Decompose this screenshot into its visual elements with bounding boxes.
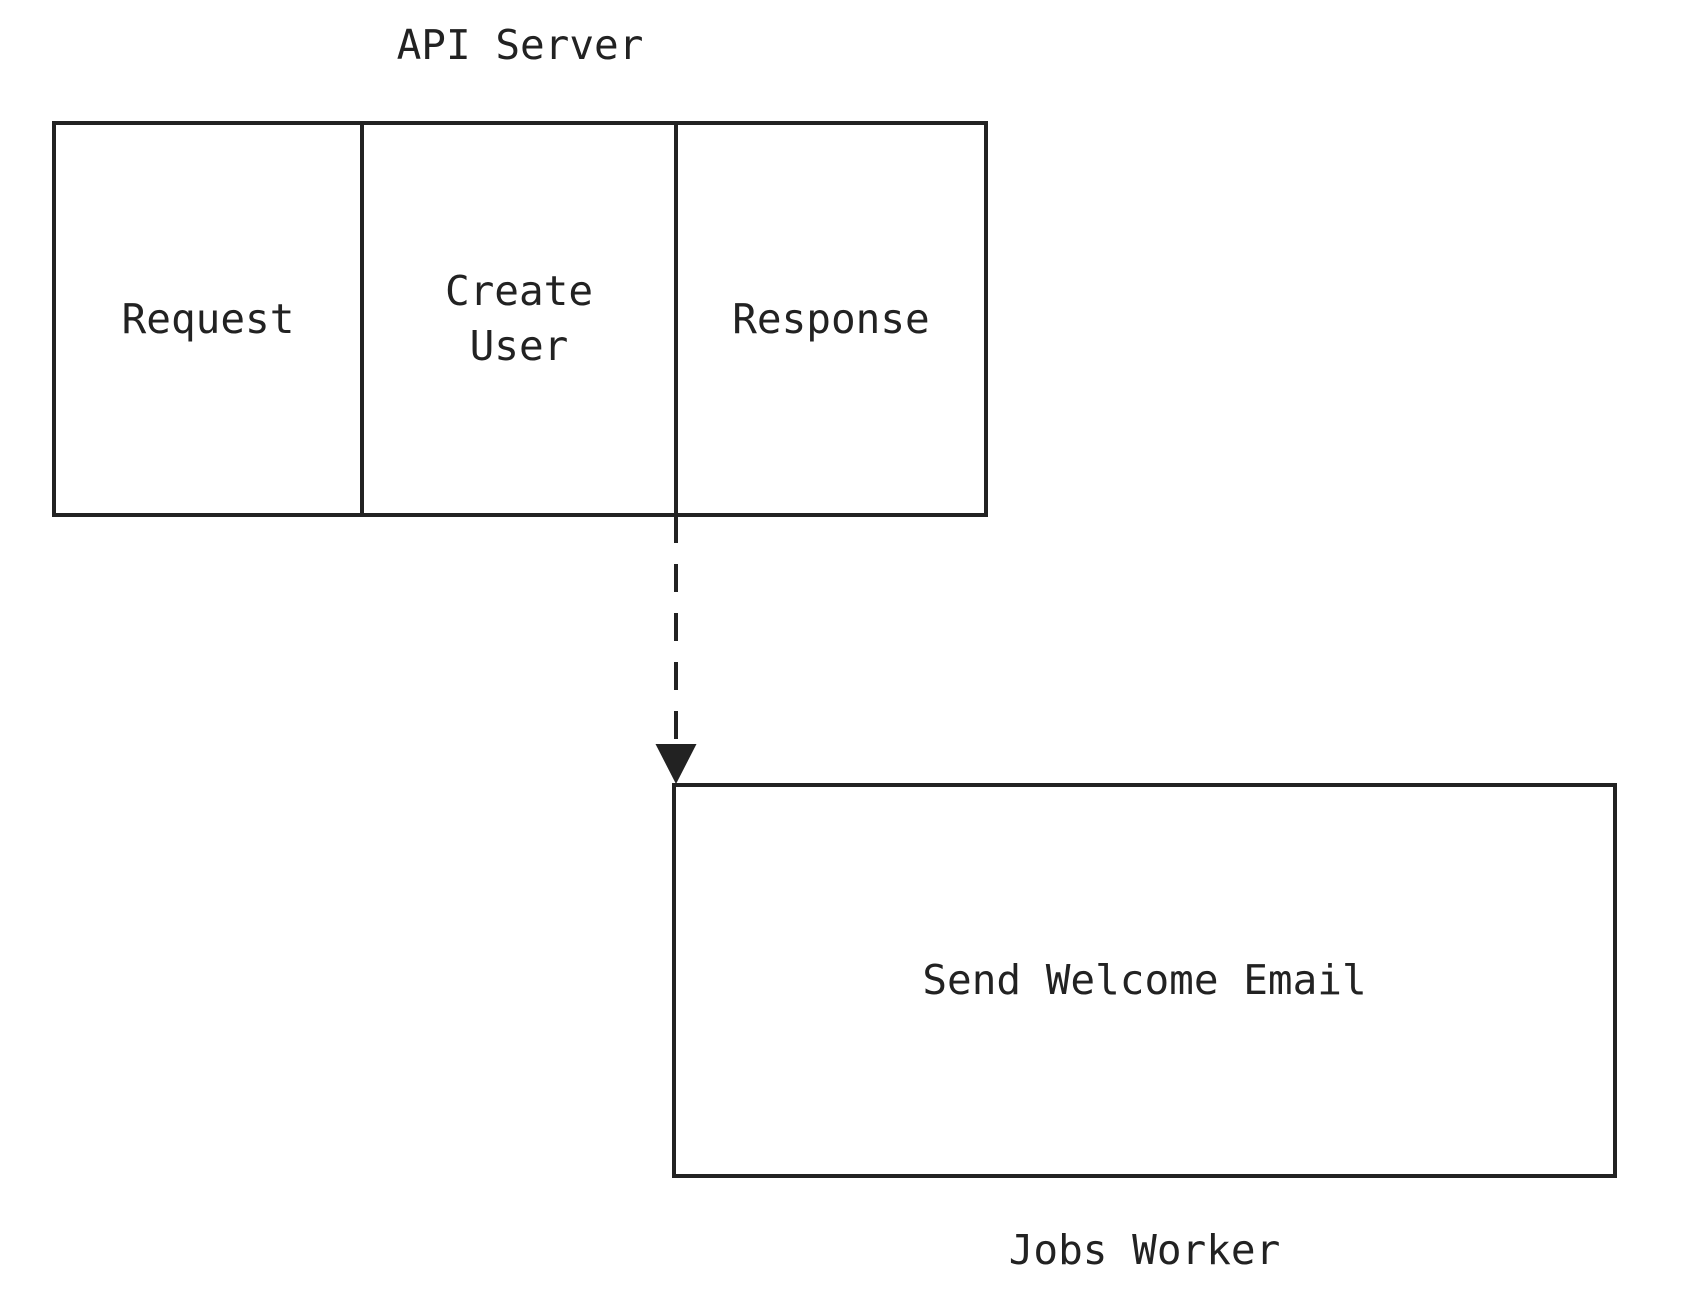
node-create-user: Create User: [360, 125, 674, 513]
node-response-label: Response: [732, 294, 930, 343]
api-server-group: Request Create User Response: [52, 121, 988, 517]
arrowhead-down-icon: [655, 744, 697, 784]
node-response: Response: [674, 125, 984, 513]
node-send-welcome-email: Send Welcome Email: [672, 783, 1617, 1178]
jobs-worker-label: Jobs Worker: [1008, 1226, 1281, 1274]
api-server-title: API Server: [396, 21, 644, 69]
node-send-welcome-email-label: Send Welcome Email: [922, 956, 1367, 1004]
node-request-label: Request: [121, 294, 295, 343]
node-create-user-label: Create User: [444, 267, 594, 370]
node-request: Request: [56, 125, 360, 513]
